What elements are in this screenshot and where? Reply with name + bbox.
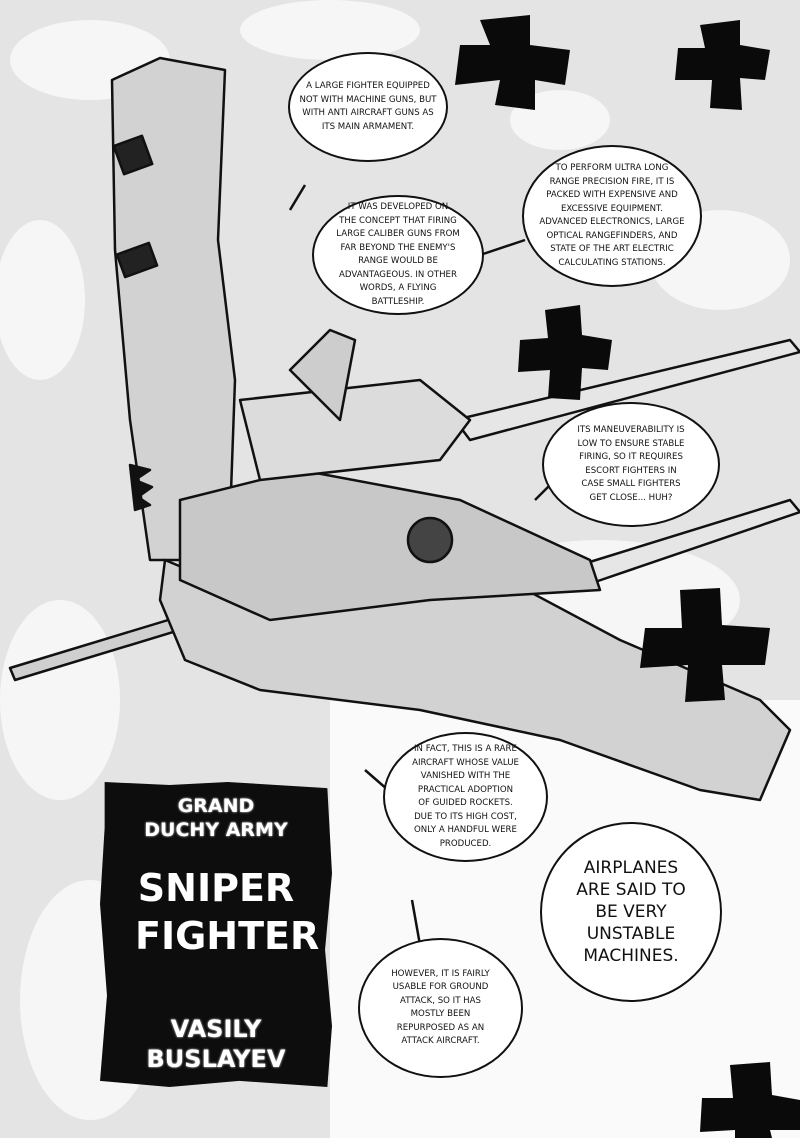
cross-icon: [455, 15, 570, 110]
cross-icon: [518, 305, 612, 400]
gun-barrel-upper: [453, 338, 800, 442]
wing-vertical: [110, 56, 237, 562]
aircraft-name: SNIPER FIGHTER: [135, 866, 320, 958]
speech-bubble: TO PERFORM ULTRA LONG RANGE PRECISION FI…: [522, 145, 702, 287]
speech-bubble: IT WAS DEVELOPED ON THE CONCEPT THAT FIR…: [312, 195, 484, 315]
tail-fin: [288, 328, 357, 422]
speech-bubble-large: AIRPLANES ARE SAID TO BE VERY UNSTABLE M…: [540, 822, 722, 1002]
bubble-text: IT WAS DEVELOPED ON THE CONCEPT THAT FIR…: [336, 202, 460, 307]
sniper-fighter-aircraft: [8, 56, 800, 802]
bubble-text: AIRPLANES ARE SAID TO BE VERY UNSTABLE M…: [576, 858, 686, 966]
bubble-text: IN FACT, THIS IS A RARE AIRCRAFT WHOSE V…: [412, 744, 519, 849]
bubble-text: ITS MANEUVERABILITY IS LOW TO ENSURE STA…: [577, 425, 685, 503]
cross-icon: [700, 1062, 800, 1138]
faction-label: GRAND DUCHY ARMY: [144, 794, 289, 842]
engine-pod-upper: [238, 378, 472, 482]
speech-bubble: ITS MANEUVERABILITY IS LOW TO ENSURE STA…: [542, 402, 720, 527]
intake: [406, 516, 454, 564]
fuselage: [178, 468, 602, 622]
bubble-text: HOWEVER, IT IS FAIRLY USABLE FOR GROUND …: [391, 968, 490, 1047]
shark-teeth: [128, 463, 154, 512]
speech-bubble: IN FACT, THIS IS A RARE AIRCRAFT WHOSE V…: [383, 732, 548, 862]
bubble-text: TO PERFORM ULTRA LONG RANGE PRECISION FI…: [539, 163, 685, 268]
stripe-marking: [115, 241, 159, 279]
author-credit: VASILY BUSLAYEV: [146, 1014, 286, 1074]
stripe-marking: [112, 134, 154, 176]
black-crosses: [455, 15, 800, 1138]
speech-bubble: A LARGE FIGHTER EQUIPPED NOT WITH MACHIN…: [288, 52, 448, 162]
cross-icon: [675, 20, 770, 110]
bubble-text: A LARGE FIGHTER EQUIPPED NOT WITH MACHIN…: [299, 81, 437, 132]
cross-icon: [640, 588, 770, 702]
speech-bubble: HOWEVER, IT IS FAIRLY USABLE FOR GROUND …: [358, 938, 523, 1078]
title-block: GRAND DUCHY ARMY SNIPER FIGHTER VASILY B…: [100, 782, 332, 1087]
